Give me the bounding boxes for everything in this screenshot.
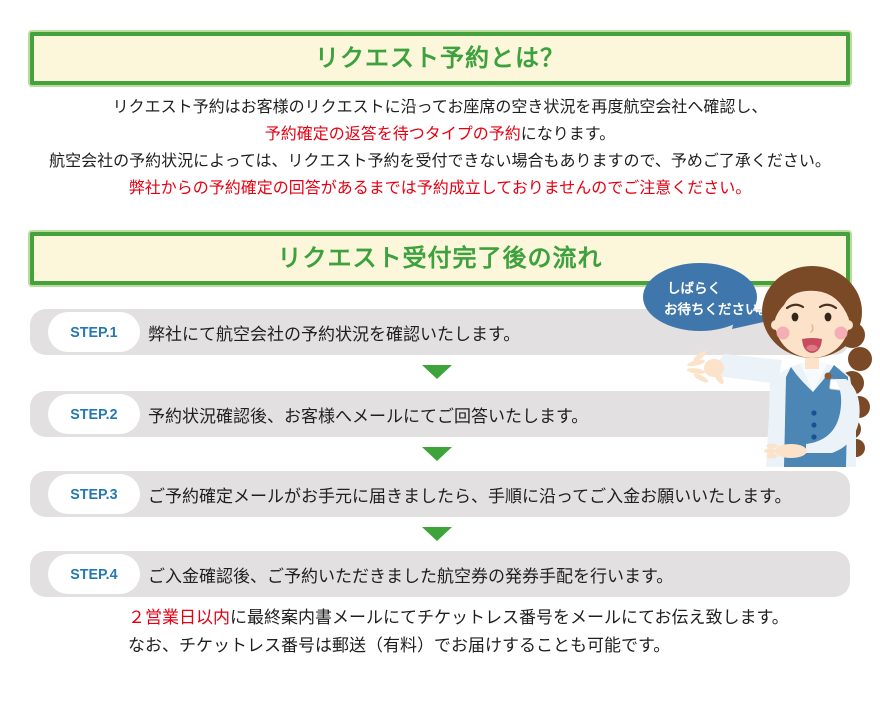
arrow-down-icon-2 — [422, 447, 452, 461]
step-text-4: ご入金確認後、ご予約いただきました航空券の発券手配を行います。 — [148, 566, 674, 586]
step-row-3: STEP.3 ご予約確定メールがお手元に届きましたら、手順に沿ってご入金お願いい… — [30, 471, 850, 517]
step-badge-4: STEP.4 — [48, 554, 140, 594]
step-badge-3: STEP.3 — [48, 474, 140, 514]
arrow-down-icon-1 — [422, 365, 452, 379]
eyes — [791, 312, 832, 322]
final-note: ２営業日以内に最終案内書メールにてチケットレス番号をメールにてお伝え致します。 … — [128, 604, 858, 660]
arrow-down-icon-3 — [422, 527, 452, 541]
intro-line-1: リクエスト予約はお客様のリクエストに沿ってお座席の空き状況を再度航空会社へ確認し… — [112, 99, 768, 116]
step-row-1: STEP.1 弊社にて航空会社の予約状況を確認いたします。 — [30, 309, 850, 355]
intro-line-2-highlight: 予約確定の返答を待つタイプの予約 — [264, 126, 521, 143]
request-booking-heading: リクエスト予約とは？ — [315, 44, 565, 72]
intro-line-3: 航空会社の予約状況によっては、リクエスト予約を受付できない場合もありますので、予… — [49, 153, 831, 170]
nose — [810, 324, 814, 333]
step-text-2: 予約状況確認後、お客様へメールにてご回答いたします。 — [148, 406, 589, 426]
step-label-4: STEP.4 — [70, 565, 118, 583]
bangs-hair — [774, 276, 849, 319]
intro-line-4-warning: 弊社からの予約確定の回答があるまでは予約成立しておりませんのでご注意ください。 — [128, 180, 752, 197]
request-booking-heading-box: リクエスト予約とは？ — [30, 32, 850, 85]
resting-hand — [764, 443, 807, 459]
step-label-2: STEP.2 — [70, 405, 118, 423]
cheeks — [776, 326, 848, 340]
note-line-1-highlight: ２営業日以内 — [128, 608, 230, 627]
step-label-1: STEP.1 — [70, 323, 118, 341]
step-text-3: ご予約確定メールがお手元に届きましたら、手順に沿ってご入金お願いいたします。 — [148, 486, 792, 506]
note-line-1: ２営業日以内に最終案内書メールにてチケットレス番号をメールにてお伝え致します。 — [128, 608, 789, 627]
mouth — [802, 338, 822, 353]
speech-bubble: しばらく お待ちください。 — [643, 263, 782, 331]
presenting-hand — [687, 350, 724, 384]
step-label-3: STEP.3 — [70, 485, 118, 503]
badge-pin — [824, 372, 832, 380]
intro-line-2: 予約確定の返答を待つタイプの予約になります。 — [264, 126, 616, 143]
step-badge-2: STEP.2 — [48, 394, 140, 434]
flow-heading: リクエスト受付完了後の流れ — [277, 244, 603, 272]
arm-resting-sleeve — [806, 379, 860, 453]
intro-paragraph: リクエスト予約はお客様のリクエストに沿ってお座席の空き状況を再度航空会社へ確認し… — [30, 94, 850, 202]
step-row-2: STEP.2 予約状況確認後、お客様へメールにてご回答いたします。 — [30, 391, 850, 437]
agent-character-illustration: しばらく お待ちください。 — [643, 263, 872, 467]
step-text-1: 弊社にて航空会社の予約状況を確認いたします。 — [148, 324, 521, 344]
speech-bubble-line-1: しばらく — [667, 281, 721, 296]
note-line-2: なお、チケットレス番号は郵送（有料）でお届けすることも可能です。 — [128, 636, 671, 655]
flow-heading-box: リクエスト受付完了後の流れ — [30, 232, 850, 285]
vest-buttons — [811, 410, 817, 440]
step-badge-1: STEP.1 — [48, 312, 140, 352]
arm-presenting-sleeve — [715, 354, 782, 384]
eyebrows — [785, 303, 838, 310]
step-row-4: STEP.4 ご入金確認後、ご予約いただきました航空券の発券手配を行います。 — [30, 551, 850, 597]
speech-bubble-line-2: お待ちください。 — [664, 301, 772, 317]
